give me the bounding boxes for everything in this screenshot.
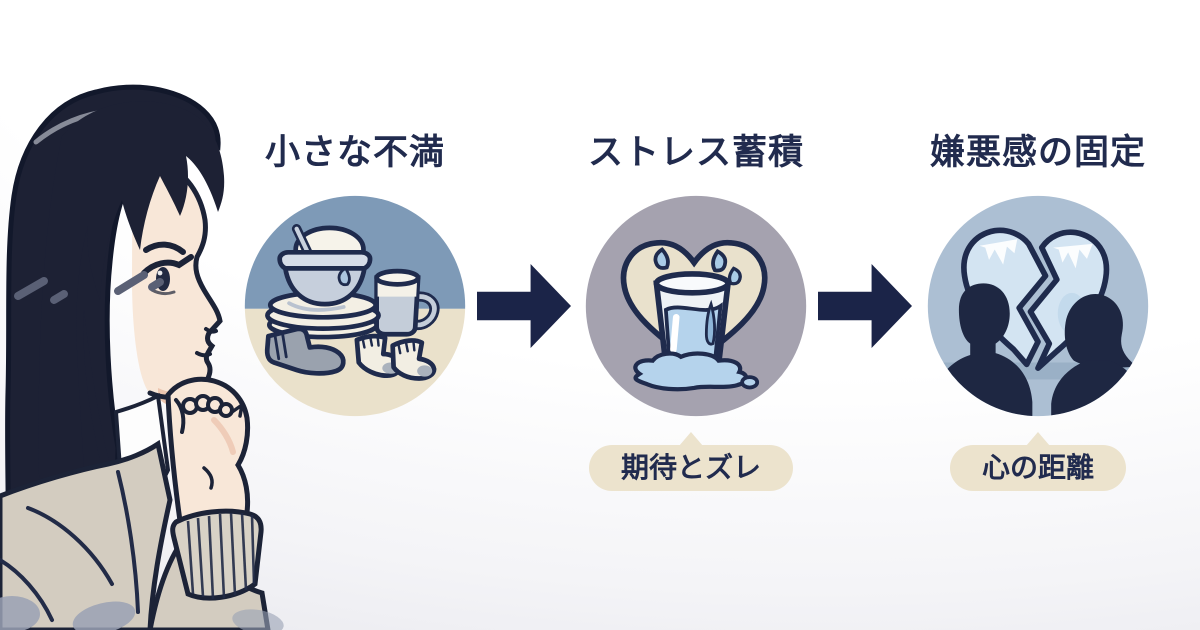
- broken-heart-couple-icon: [925, 193, 1151, 419]
- woman-hand: [165, 376, 251, 548]
- step-2-caption-bubble: 期待とズレ: [588, 432, 794, 491]
- woman-eye: [141, 241, 194, 296]
- step-1-title: 小さな不満: [264, 133, 445, 172]
- arrow-right-icon: [818, 264, 912, 348]
- step-3-caption-bubble: 心の距離: [949, 432, 1127, 491]
- thinking-woman-illustration: [0, 84, 284, 630]
- woman-sweater-cuff: [170, 508, 264, 601]
- step-3-title: 嫌悪感の固定: [929, 133, 1146, 172]
- dirty-dishes-icon: [242, 193, 468, 419]
- arrow-right-icon: [477, 264, 571, 348]
- overflowing-glass-heart-icon: [583, 193, 809, 419]
- step-2-title: ストレス蓄積: [587, 133, 804, 172]
